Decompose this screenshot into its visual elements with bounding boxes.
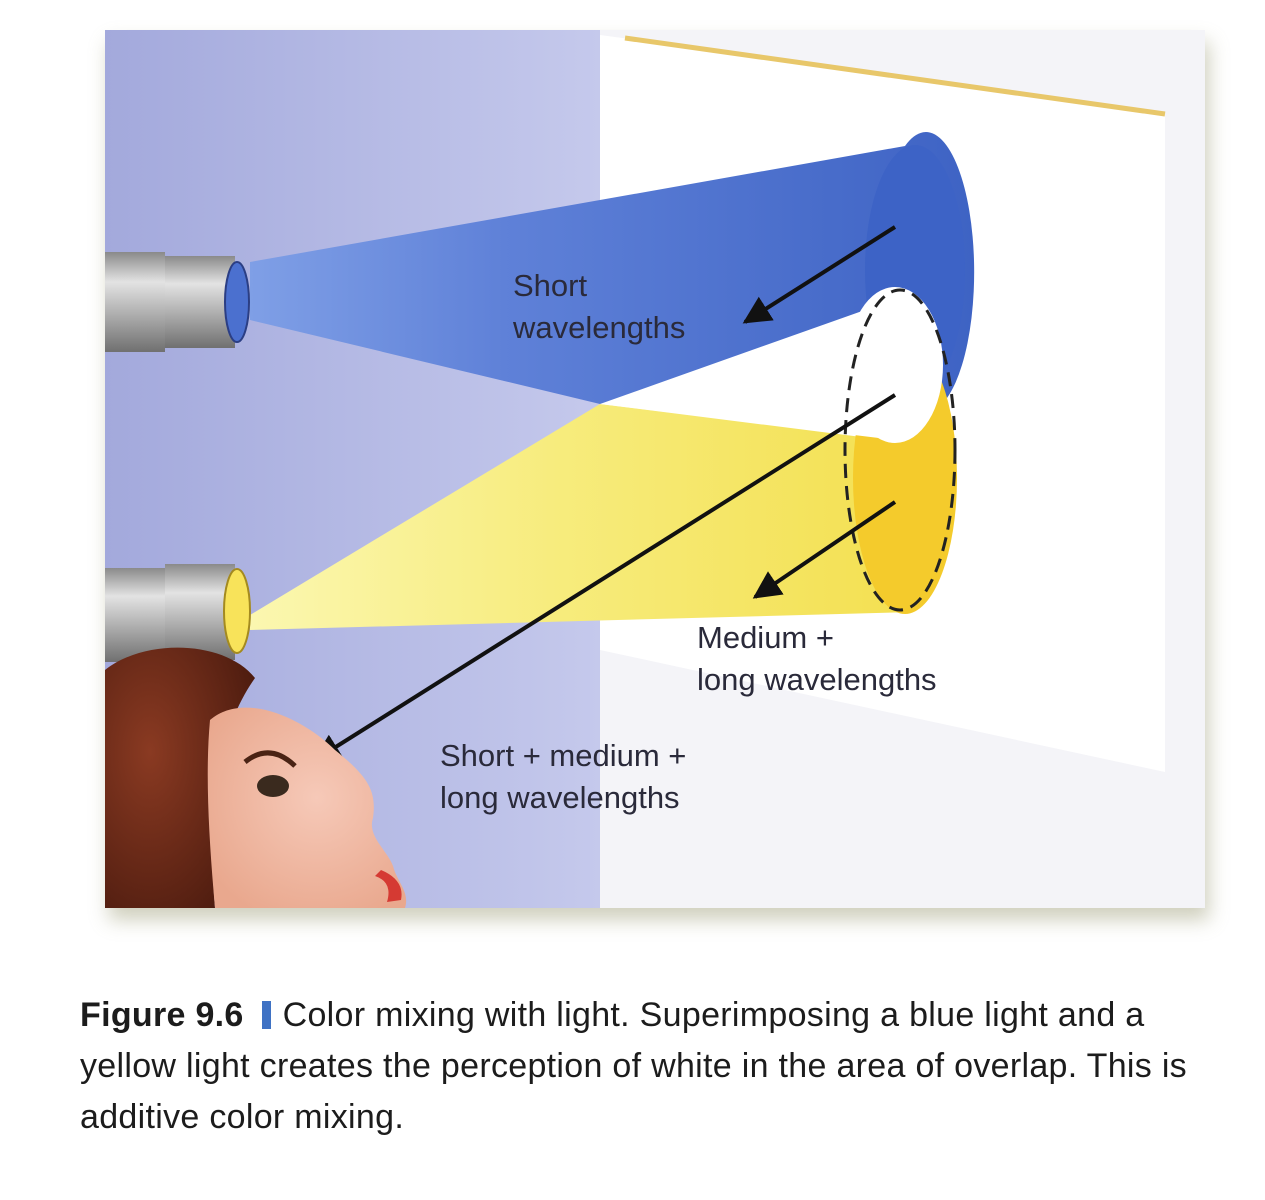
label-all-wavelengths: Short + medium + long wavelengths [440,738,695,815]
viewer-hair [105,647,255,908]
label-medium-long-wavelengths: Medium + long wavelengths [697,620,937,697]
viewer-eyebrow [243,750,297,768]
label-short-wavelengths: Short wavelengths [512,268,685,345]
viewer-face [105,647,407,908]
white-overlap-beam [600,310,895,440]
overlap-dashed-outline [843,288,957,612]
flashlight-blue [105,252,250,352]
caption-text: Color mixing with light. Superimposing a… [80,996,1187,1136]
illustration-canvas: Short wavelengths Medium + long waveleng… [105,30,1205,908]
figure-number: Figure 9.6 [80,996,244,1034]
screen-top-edge [624,35,1166,117]
color-mixing-illustration: Short wavelengths Medium + long waveleng… [105,30,1205,908]
viewer-skin [207,707,407,908]
medium-long-wavelength-arrow [752,500,897,599]
viewer-lips [375,870,402,902]
short-wavelength-arrow [742,225,897,324]
viewer-eye [257,775,289,797]
caption-marker [261,1001,271,1029]
flashlight-yellow [105,564,251,662]
all-wavelength-arrow [312,393,897,762]
